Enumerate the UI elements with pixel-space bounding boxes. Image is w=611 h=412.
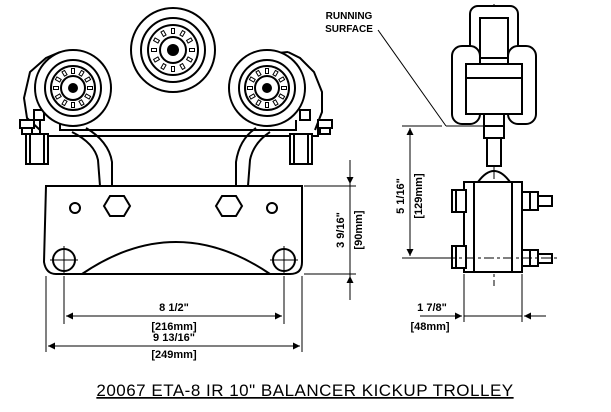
dim-label-overall-width-mm: [249mm] xyxy=(151,349,197,361)
bearing-slot xyxy=(278,93,286,100)
bearing-slot xyxy=(265,68,269,74)
bearing-slot xyxy=(185,37,194,44)
bearing-slot xyxy=(53,86,59,90)
bearing-slot xyxy=(160,62,167,71)
dim-label-overall-width: 9 13/16" xyxy=(153,332,195,344)
bearing-slot xyxy=(278,76,286,83)
bearing-slot xyxy=(54,93,62,100)
bearing-slot xyxy=(265,102,269,108)
left-hanger-arm xyxy=(71,131,101,187)
drawing-title: 20067 ETA-8 IR 10" BALANCER KICKUP TROLL… xyxy=(96,381,513,400)
mounting-hole-right xyxy=(270,246,298,274)
bearing-slot xyxy=(61,69,68,77)
bearing-slot xyxy=(189,48,195,52)
bearing-slot xyxy=(255,69,262,77)
bearing-slot xyxy=(281,86,287,90)
bearing-slot xyxy=(185,56,194,63)
running-surface-label-2: SURFACE xyxy=(325,24,373,35)
dim-label-side-width: 1 7/8" xyxy=(417,302,447,314)
right-wheel xyxy=(228,49,306,127)
dim-label-inner-width-mm: [216mm] xyxy=(151,321,197,333)
front-view: 8 1/2" [216mm] 9 13/16" [249mm] 3 9/16" … xyxy=(19,7,365,361)
left-wheel xyxy=(34,49,112,127)
right-axle-bolt xyxy=(289,109,333,165)
trolley-body xyxy=(59,120,297,131)
bearing-slot xyxy=(78,99,85,107)
bearing-slot xyxy=(179,29,186,38)
balancer-plate xyxy=(42,185,303,275)
plate-bolt-right xyxy=(214,195,244,217)
running-surface-label-1: RUNNING xyxy=(326,11,373,22)
right-hanger-arm xyxy=(247,131,271,187)
bearing-slot xyxy=(247,86,253,90)
bearing-slot xyxy=(87,86,93,90)
bearing-slot xyxy=(78,69,85,77)
bearing-slot xyxy=(152,37,161,44)
bearing-slot xyxy=(171,28,175,34)
bearing-slot xyxy=(171,66,175,72)
bearing-slot xyxy=(248,76,256,83)
dim-label-side-height: 5 1/16" xyxy=(395,178,407,214)
left-axle-bolt xyxy=(19,109,49,165)
right-yoke xyxy=(287,51,323,131)
side-bolt-upper xyxy=(451,189,553,213)
bearing-slot xyxy=(272,99,279,107)
plate-bolt-left xyxy=(102,195,132,217)
plate-hole xyxy=(69,202,81,214)
running-surface-leader xyxy=(377,29,447,127)
dim-label-inner-width: 8 1/2" xyxy=(159,302,189,314)
mounting-hole-left xyxy=(50,246,78,274)
top-wheel xyxy=(130,7,216,93)
bearing-slot xyxy=(272,69,279,77)
bearing-slot xyxy=(152,56,161,63)
side-hanger xyxy=(463,181,523,273)
bearing-slot xyxy=(255,99,262,107)
side-body xyxy=(465,63,523,115)
bearing-slot xyxy=(179,62,186,71)
side-view: RUNNING SURFACE 5 1/16" [129mm] 1 7/8" [… xyxy=(325,4,560,333)
bearing-slot xyxy=(160,29,167,38)
dim-label-side-width-mm: [48mm] xyxy=(410,321,449,333)
bearing-slot xyxy=(54,76,62,83)
dim-label-plate-height-mm: [90mm] xyxy=(353,210,365,249)
bearing-slot xyxy=(84,76,92,83)
dim-label-plate-height: 3 9/16" xyxy=(335,212,347,248)
dim-label-side-height-mm: [129mm] xyxy=(413,173,425,219)
bearing-slot xyxy=(151,48,157,52)
bearing-slot xyxy=(61,99,68,107)
bearing-slot xyxy=(71,102,75,108)
bearing-slot xyxy=(71,68,75,74)
bearing-slot xyxy=(248,93,256,100)
bearing-slot xyxy=(84,93,92,100)
plate-hole xyxy=(266,202,278,214)
